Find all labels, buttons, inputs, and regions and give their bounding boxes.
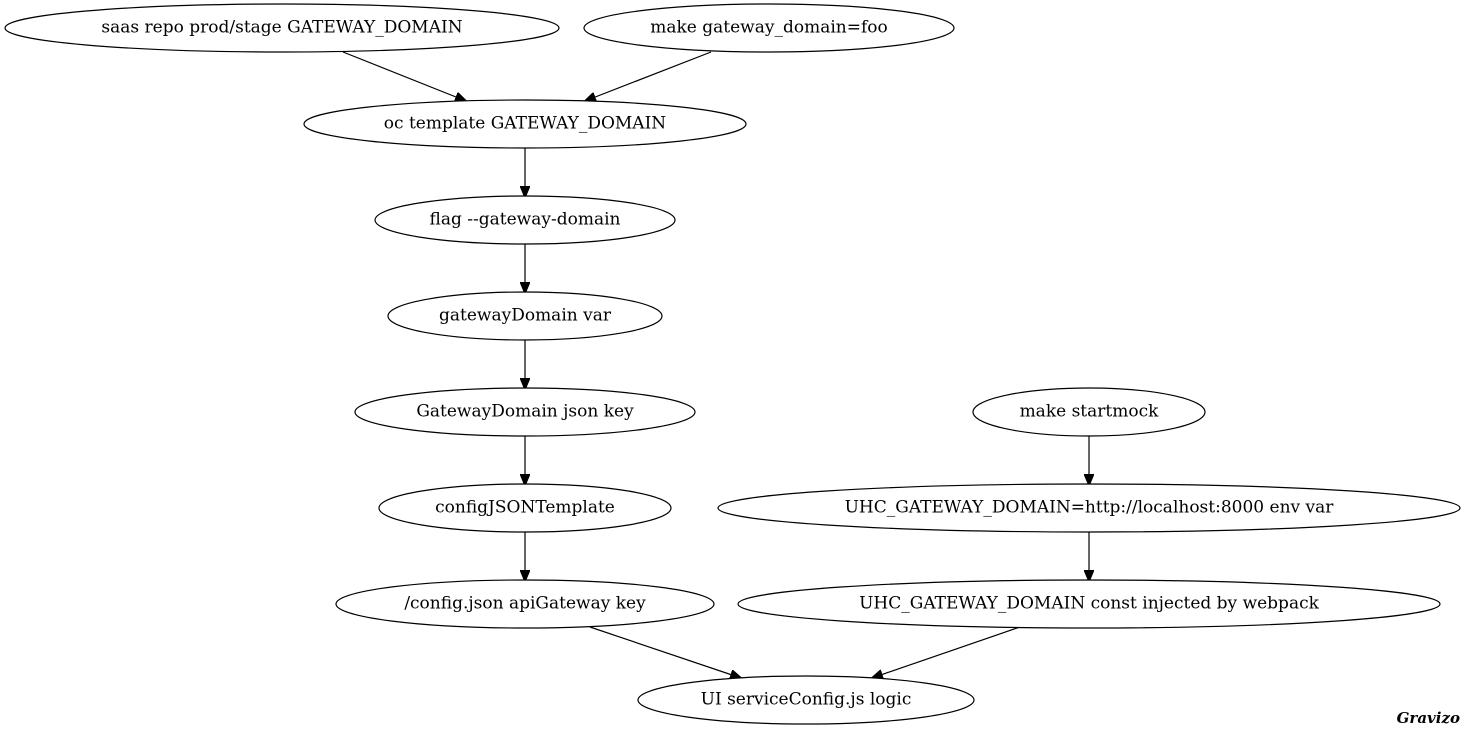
edge-api-gateway-key-to-ui-service-config [589, 626, 741, 678]
node-label-make-gateway-domain: make gateway_domain=foo [650, 18, 888, 38]
node-gateway-domain-var: gatewayDomain var [387, 291, 663, 341]
node-oc-template: oc template GATEWAY_DOMAIN [303, 99, 747, 149]
gravizo-watermark: Gravizo [1397, 709, 1460, 727]
node-label-ui-service-config: UI serviceConfig.js logic [701, 690, 912, 710]
node-label-make-startmock: make startmock [1020, 402, 1160, 422]
node-label-uhc-env-var: UHC_GATEWAY_DOMAIN=http://localhost:8000… [845, 498, 1335, 518]
node-config-json-api-gateway: /config.json apiGateway key [335, 579, 715, 629]
node-saas-repo: saas repo prod/stage GATEWAY_DOMAIN [4, 3, 560, 53]
node-config-json-template: configJSONTemplate [378, 483, 672, 533]
node-uhc-const: UHC_GATEWAY_DOMAIN const injected by web… [737, 579, 1441, 629]
node-label-oc-template: oc template GATEWAY_DOMAIN [384, 114, 667, 134]
diagram-edges [342, 51, 1089, 678]
edge-saas-repo-to-oc-template [342, 51, 466, 101]
node-label-saas-repo: saas repo prod/stage GATEWAY_DOMAIN [101, 18, 462, 38]
node-label-flag: flag --gateway-domain [430, 210, 621, 230]
node-uhc-env-var: UHC_GATEWAY_DOMAIN=http://localhost:8000… [717, 483, 1461, 533]
node-label-gateway-domain-var: gatewayDomain var [439, 306, 612, 326]
node-flag: flag --gateway-domain [374, 195, 676, 245]
node-label-config-json-template: configJSONTemplate [435, 498, 615, 518]
edge-make-gateway-domain-to-oc-template [585, 51, 712, 101]
node-label-gateway-domain-json-key: GatewayDomain json key [416, 402, 634, 422]
edge-uhc-const-to-ui-service-config [872, 626, 1021, 678]
node-make-gateway-domain: make gateway_domain=foo [583, 3, 955, 53]
node-ui-service-config: UI serviceConfig.js logic [637, 675, 975, 725]
node-label-config-json-api-gateway: /config.json apiGateway key [404, 594, 646, 614]
diagram-nodes: saas repo prod/stage GATEWAY_DOMAIN make… [4, 3, 1461, 725]
node-make-startmock: make startmock [972, 387, 1206, 437]
node-gateway-domain-json-key: GatewayDomain json key [354, 387, 696, 437]
node-label-uhc-const: UHC_GATEWAY_DOMAIN const injected by web… [859, 594, 1320, 614]
